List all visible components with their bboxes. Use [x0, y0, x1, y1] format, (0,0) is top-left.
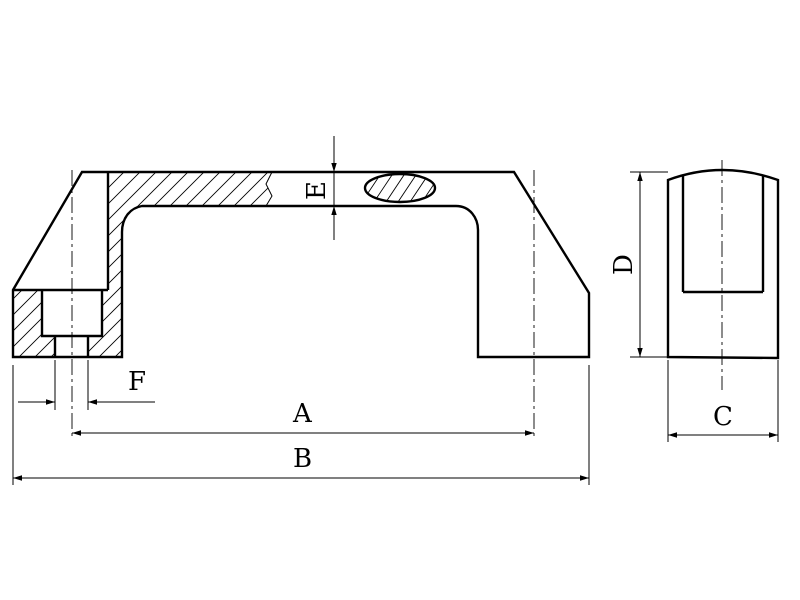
label-c: C — [713, 402, 733, 432]
dimensions: F A B E D C — [12, 136, 779, 485]
label-e: E — [302, 181, 332, 200]
dimension-a: A — [72, 399, 534, 436]
dimension-e: E — [302, 136, 337, 240]
label-f: F — [128, 367, 146, 397]
side-outline — [666, 168, 780, 360]
cross-hole — [363, 172, 437, 204]
threaded-hole — [13, 288, 108, 357]
dimension-c: C — [667, 360, 779, 442]
break-line — [265, 171, 273, 207]
side-view — [666, 160, 780, 390]
label-d: D — [609, 254, 639, 275]
dimension-f: F — [18, 367, 155, 405]
section-hatching — [13, 172, 272, 357]
label-b: B — [293, 444, 312, 474]
handle-outline — [11, 170, 591, 359]
dimension-d: D — [609, 171, 668, 358]
ellipse-hatching — [365, 174, 435, 202]
label-a: A — [292, 399, 313, 429]
dimension-b: B — [13, 444, 589, 481]
